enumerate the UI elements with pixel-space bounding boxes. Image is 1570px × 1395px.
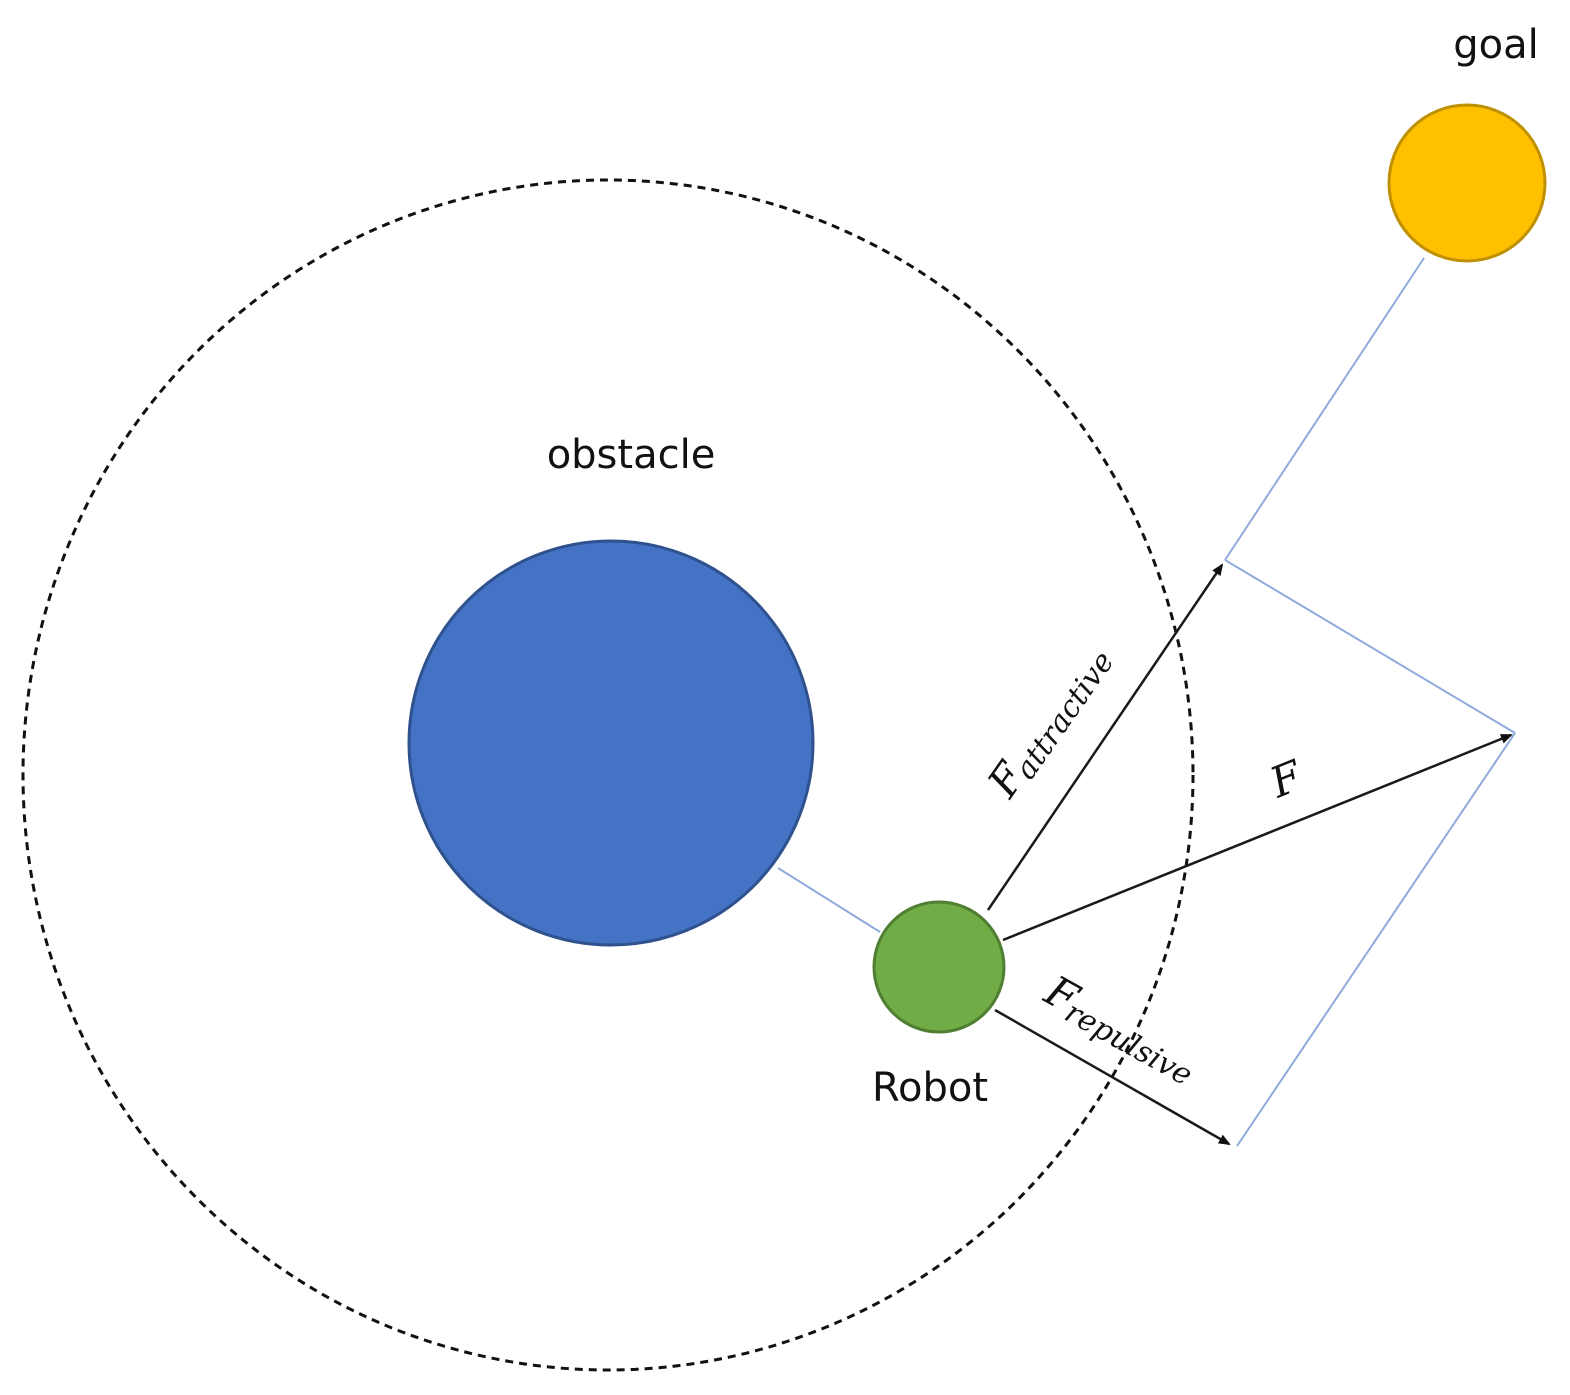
parallelogram-right-edge <box>1236 732 1516 1147</box>
attractive-force-label: F attractive <box>977 645 1121 806</box>
robot-label: Robot <box>872 1065 988 1111</box>
repulsive-force-label: F repulsive <box>1036 965 1198 1093</box>
obstacle-circle <box>407 539 815 947</box>
robot-circle <box>872 900 1006 1034</box>
resultant-force-symbol: F <box>1262 750 1310 807</box>
obstacle-influence-region <box>21 178 1195 1372</box>
goal-direction-line <box>1224 257 1425 561</box>
repulsive-force-vector <box>994 1008 1231 1146</box>
attractive-force-vector <box>986 563 1224 911</box>
obstacle-robot-line <box>777 867 881 933</box>
repulsive-force-subscript: repulsive <box>1059 995 1198 1093</box>
resultant-force-label: F <box>1262 750 1310 807</box>
resultant-force-vector <box>1002 733 1513 942</box>
goal-circle <box>1387 103 1547 263</box>
attractive-force-subscript: attractive <box>1008 645 1121 786</box>
parallelogram-top-edge <box>1224 559 1516 734</box>
goal-label: goal <box>1453 22 1539 68</box>
obstacle-label: obstacle <box>547 432 716 478</box>
